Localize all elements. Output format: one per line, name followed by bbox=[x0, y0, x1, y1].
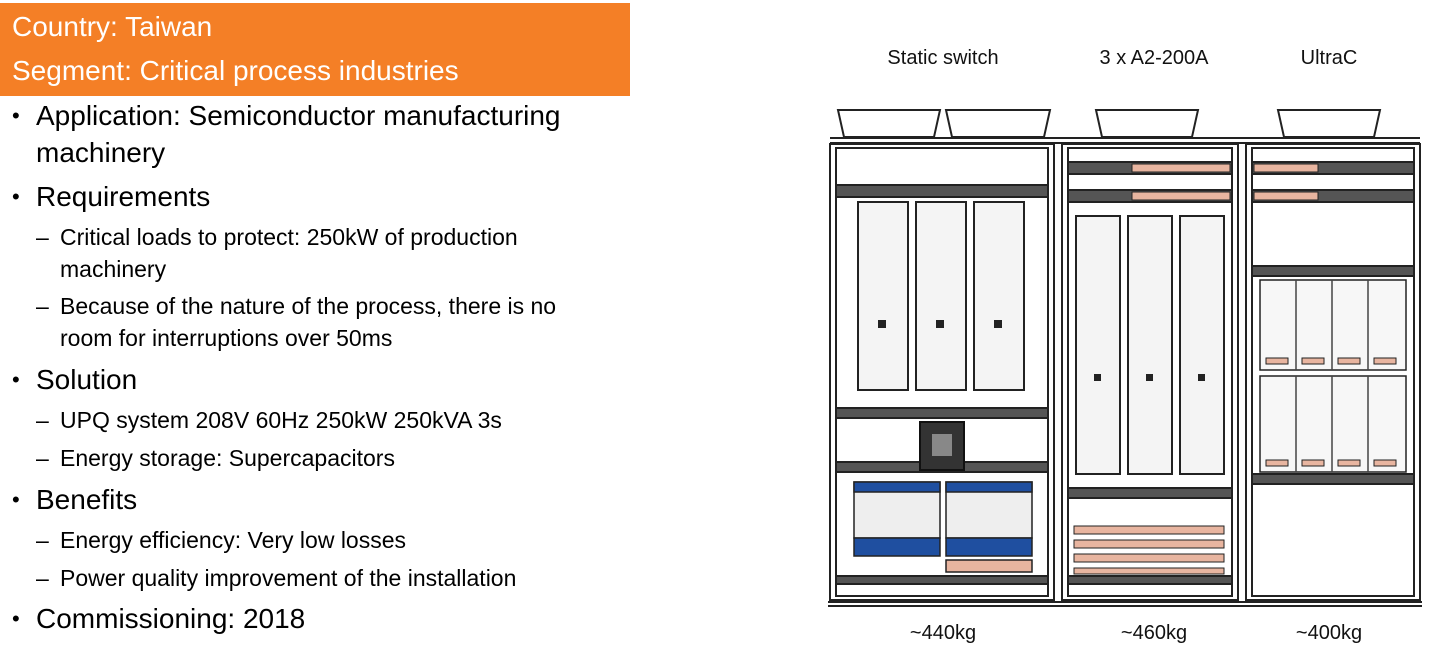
cabinet-drawing: Static switch 3 x A2-200A UltraC bbox=[820, 30, 1430, 660]
weight-a2: ~460kg bbox=[1120, 622, 1188, 644]
commissioning-line: Commissioning: 2018 bbox=[12, 600, 305, 637]
solution-title: Solution bbox=[12, 361, 137, 398]
requirement-1-line2: machinery bbox=[60, 256, 167, 282]
cabinet-schematic bbox=[828, 109, 1422, 607]
segment-label: Segment: Critical process industries bbox=[12, 55, 459, 86]
header-banner: Country: Taiwan Segment: Critical proces… bbox=[0, 3, 630, 96]
application-line1: Application: Semiconductor manufacturing bbox=[12, 97, 560, 134]
requirement-2-line1: Because of the nature of the process, th… bbox=[36, 290, 556, 322]
application-line2: machinery bbox=[36, 137, 166, 168]
cabinet-label-static-switch: Static switch bbox=[887, 47, 999, 69]
benefit-item-1: Energy efficiency: Very low losses bbox=[36, 524, 406, 556]
solution-item-1: UPQ system 208V 60Hz 250kW 250kVA 3s bbox=[36, 404, 502, 436]
cabinet-label-a2: 3 x A2-200A bbox=[1099, 47, 1209, 69]
weight-static-switch: ~440kg bbox=[909, 622, 977, 644]
benefits-title: Benefits bbox=[12, 481, 137, 518]
requirements-title: Requirements bbox=[12, 178, 210, 215]
cabinet-label-ultrac: UltraC bbox=[1300, 47, 1358, 69]
weight-ultrac: ~400kg bbox=[1295, 622, 1363, 644]
requirement-1-line1: Critical loads to protect: 250kW of prod… bbox=[36, 221, 518, 253]
requirement-2-line2: room for interruptions over 50ms bbox=[60, 325, 393, 351]
benefit-item-2: Power quality improvement of the install… bbox=[36, 562, 516, 594]
country-label: Country: Taiwan bbox=[12, 11, 213, 42]
solution-item-2: Energy storage: Supercapacitors bbox=[36, 442, 395, 474]
